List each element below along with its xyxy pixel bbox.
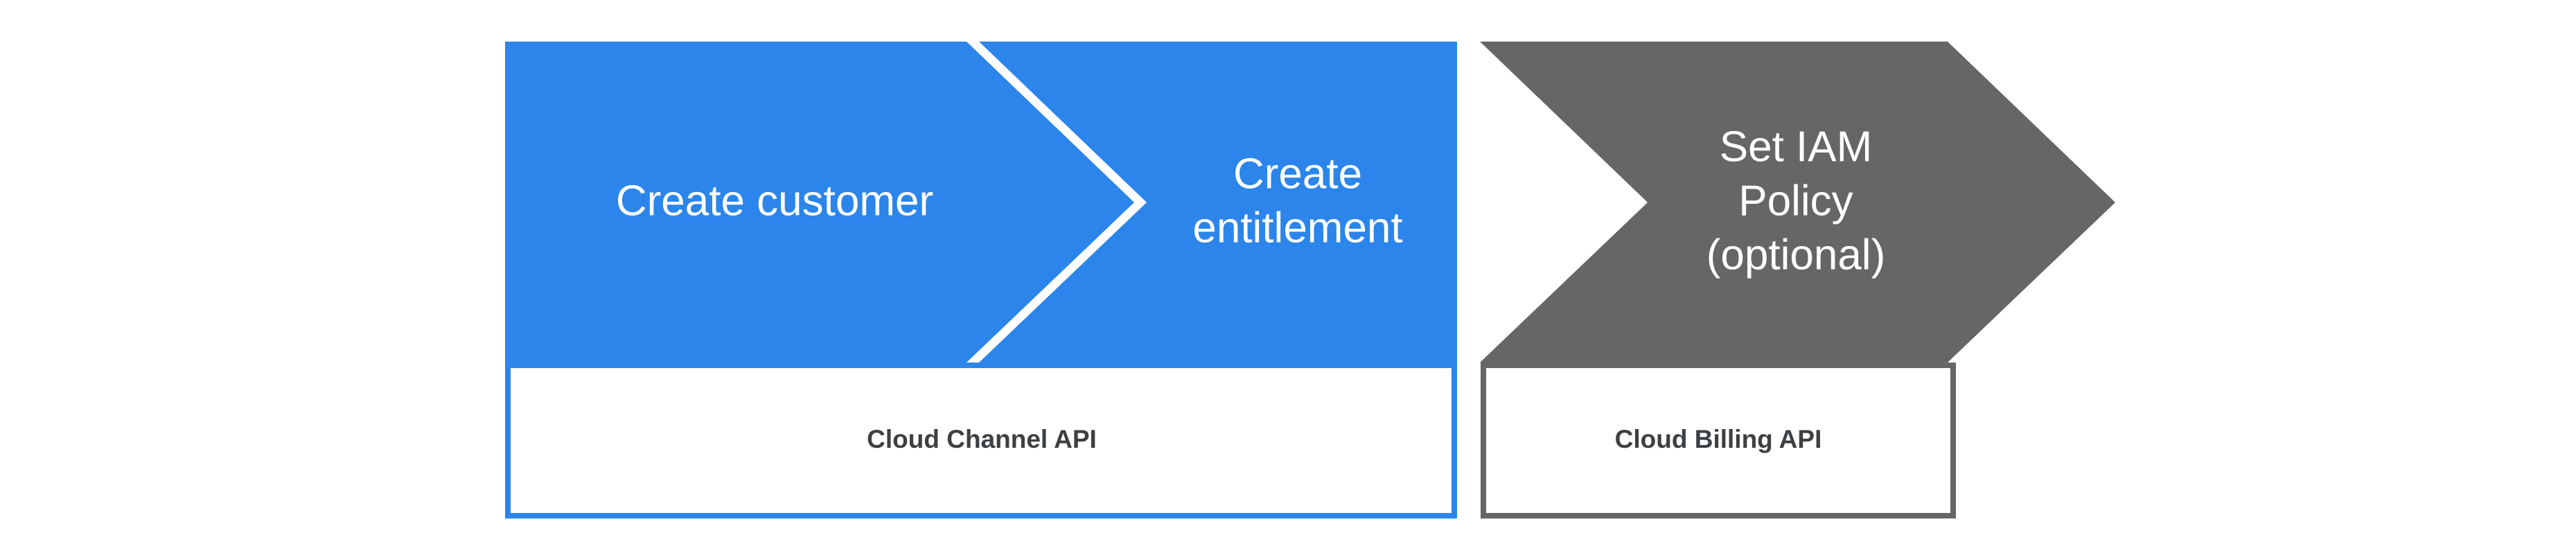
group-cloud-billing-api[interactable]: Cloud Billing API (1481, 363, 1956, 518)
step-label-set-iam-policy-line3: (optional) (1706, 231, 1885, 279)
chevron-shape-create-customer (505, 42, 1134, 363)
step-label-create-entitlement-line2: entitlement (1192, 204, 1402, 252)
group-label-cloud-channel-api: Cloud Channel API (867, 425, 1097, 453)
chevron-shape-create-entitlement (979, 42, 1457, 363)
chevron-shape-set-iam-policy (1480, 42, 2115, 363)
group-box-cloud-channel-api (505, 363, 1457, 518)
group-cloud-channel-api[interactable]: Cloud Channel API (505, 363, 1457, 518)
group-box-cloud-billing-api (1481, 363, 1956, 518)
step-label-set-iam-policy-line2: Policy (1738, 177, 1853, 225)
step-label-set-iam-policy-line1: Set IAM (1720, 123, 1873, 171)
step-label-create-entitlement-line1: Create (1233, 150, 1362, 198)
step-set-iam-policy[interactable]: Set IAM Policy (optional) (1480, 42, 2115, 363)
group-label-cloud-billing-api: Cloud Billing API (1615, 425, 1822, 453)
step-label-create-customer: Create customer (616, 177, 933, 225)
step-create-entitlement[interactable]: Create entitlement (979, 42, 1457, 363)
step-create-customer[interactable]: Create customer (505, 42, 1134, 363)
